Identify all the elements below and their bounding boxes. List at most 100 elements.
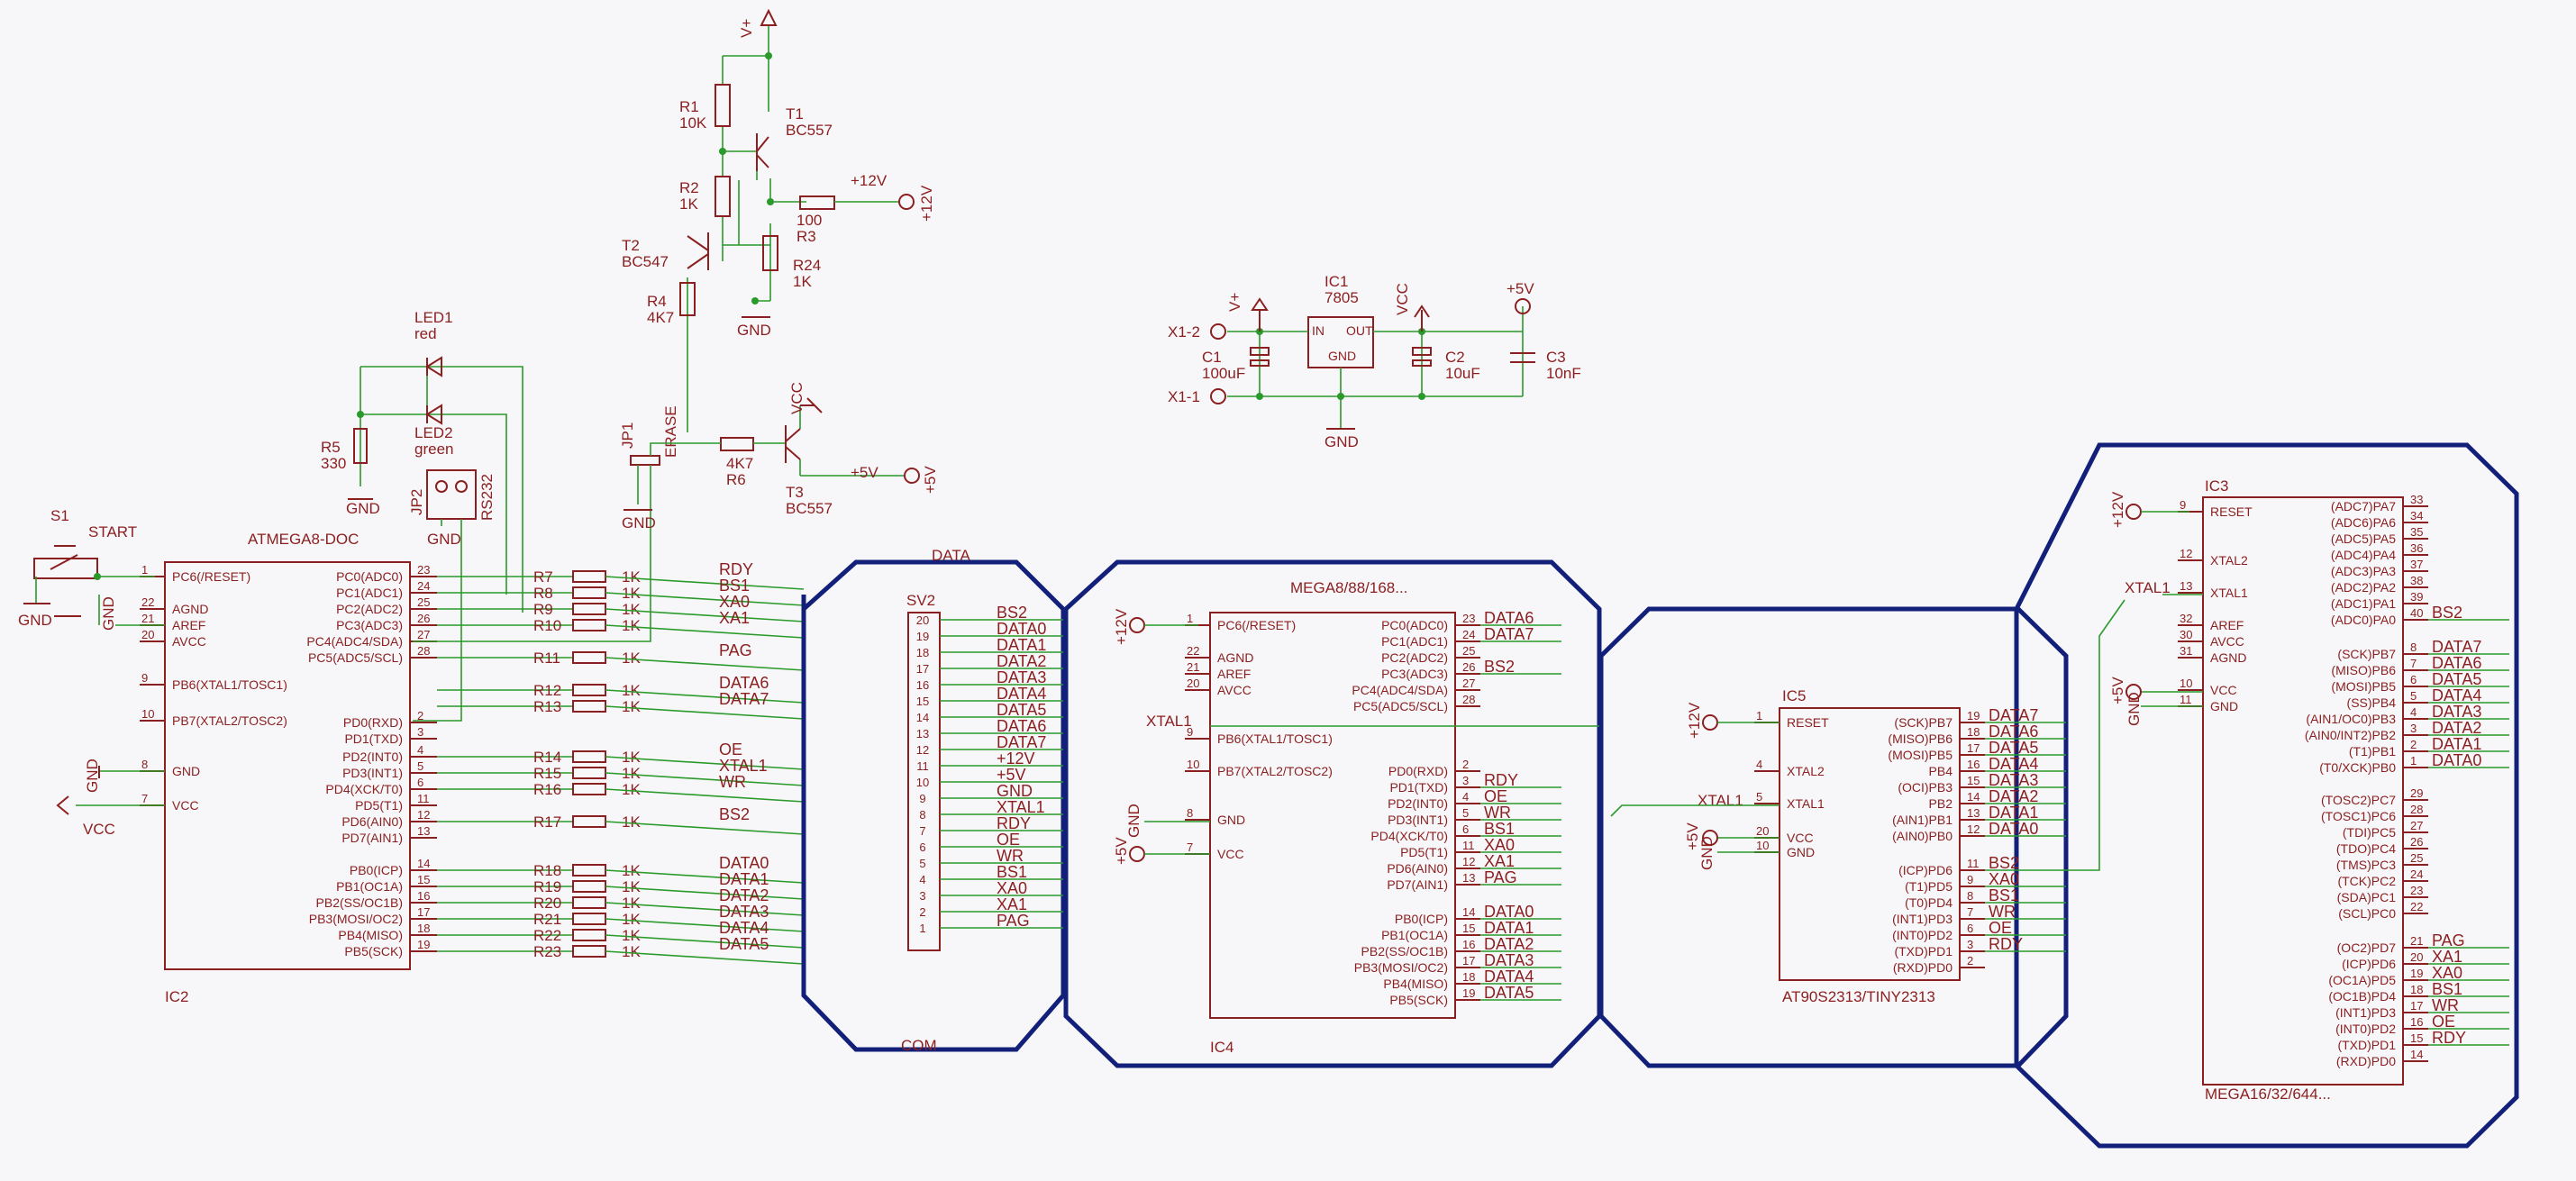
pin-name: PC1(ADC1) <box>1381 634 1448 649</box>
pin-name: AGND <box>172 602 208 616</box>
ic4-gnd-label: GND <box>1125 804 1142 838</box>
net-label: DATA2 <box>1484 935 1534 953</box>
net-label: DATA5 <box>2432 670 2481 688</box>
ic4-right-pins: 23PC0(ADC0)DATA624PC1(ADC1)DATA725PC2(AD… <box>1352 609 1561 1007</box>
pin-number: 38 <box>2410 574 2423 587</box>
pin-name: (MISO)PB6 <box>1888 731 1952 746</box>
pin-name: PB3(MOSI/OC2) <box>1354 960 1448 975</box>
pin-number: 16 <box>2410 1015 2423 1029</box>
pin-number: 5 <box>417 759 423 773</box>
pin-name: XTAL2 <box>2210 553 2248 568</box>
pin-number: 34 <box>2410 509 2423 522</box>
pin-number: 27 <box>417 628 430 641</box>
resistor-net-label: DATA4 <box>719 919 769 937</box>
resistor-net-label: RDY <box>719 560 753 578</box>
sv2-pin-number: 5 <box>919 857 925 870</box>
pin-number: 20 <box>2410 950 2423 964</box>
ic-power-markers: +12V +5V GND +12V +5V GND +12V +5V GND <box>1113 491 2203 870</box>
pin-name: (T0/XCK)PB0 <box>2319 760 2396 775</box>
pin-name: PD7(AIN1) <box>1387 877 1448 892</box>
sv2-net-label: +12V <box>997 749 1035 768</box>
pin-name: XTAL1 <box>1787 796 1825 811</box>
pin-name: (SCK)PB7 <box>2337 647 2396 661</box>
pin-name: (OC1A)PD5 <box>2328 973 2396 987</box>
ic2-vcc-label: VCC <box>83 821 115 838</box>
resistor-name: R12 <box>533 682 561 699</box>
frame-ic3 <box>2014 442 2519 1149</box>
ic5-xtal1-label: XTAL1 <box>1698 792 1743 809</box>
resistor-name: R19 <box>533 878 561 895</box>
resistor-net-label: DATA5 <box>719 935 769 953</box>
sv2-pin-number: 14 <box>916 711 929 724</box>
net-label: DATA6 <box>1989 722 2038 740</box>
pin-name: PC2(ADC2) <box>336 602 403 616</box>
pin-number: 22 <box>141 595 154 609</box>
pin-name: PD4(XCK/T0) <box>1370 829 1448 843</box>
pin-name: PD1(TXD) <box>344 731 403 746</box>
resistor-name: R23 <box>533 943 561 960</box>
pin-name: PB6(XTAL1/TOSC1) <box>172 677 287 692</box>
net-label: BS1 <box>1484 820 1515 838</box>
resistor-value: 1K <box>622 601 641 618</box>
pin-number: 8 <box>1187 806 1193 820</box>
pin-name: GND <box>2210 699 2238 713</box>
pin-number: 12 <box>1462 855 1475 868</box>
resistor-wire-out <box>605 705 805 720</box>
pin-number: 12 <box>1967 822 1980 836</box>
sv2-pin-number: 13 <box>916 727 929 740</box>
pin-number: 8 <box>141 758 148 771</box>
resistor-wire-out <box>605 608 805 622</box>
c2-value: 10uF <box>1445 365 1480 382</box>
net-label: BS1 <box>1989 886 2019 904</box>
pin-name: VCC <box>172 798 199 813</box>
resistor-name: R16 <box>533 781 561 798</box>
pin-number: 24 <box>2410 868 2423 881</box>
resistor-value: 1K <box>622 943 641 960</box>
pin-number: 28 <box>2410 803 2423 816</box>
t1-name: T1 <box>786 105 804 123</box>
x1-1-label: X1-1 <box>1168 388 1200 405</box>
resistor-net-label: XA0 <box>719 593 750 611</box>
sv2-top-label: DATA <box>932 547 970 564</box>
resistor-name: R22 <box>533 927 561 944</box>
pin-name: AVCC <box>2210 634 2244 649</box>
net-label: DATA5 <box>1989 739 2038 757</box>
pin-name: PC0(ADC0) <box>336 569 403 584</box>
resistor-net-label: WR <box>719 773 746 791</box>
ic2-name: IC2 <box>165 988 188 1005</box>
net-label: DATA4 <box>1484 968 1534 986</box>
resistor-wire-out <box>605 869 805 884</box>
pin-number: 5 <box>2410 689 2417 703</box>
sv2-net-label: BS1 <box>997 863 1027 881</box>
r3-name: R3 <box>796 228 816 245</box>
resistor-value: 1K <box>622 813 641 831</box>
ic4-value: MEGA8/88/168... <box>1290 579 1407 596</box>
ic5-plus12v-label: +12V <box>1686 702 1703 739</box>
pin-name: (ADC5)PA5 <box>2331 531 2396 546</box>
led2-symbol <box>425 404 442 425</box>
resistor-body <box>572 750 606 763</box>
sv2-net-label: +5V <box>997 766 1026 784</box>
t2-name: T2 <box>622 237 640 254</box>
ic3-gnd-label: GND <box>2125 692 2143 726</box>
resistor-body <box>572 929 606 941</box>
ic1-in-label: IN <box>1312 323 1324 338</box>
pin-number: 14 <box>417 857 430 870</box>
t3-value: BC557 <box>786 500 833 517</box>
net-label: WR <box>1989 903 2016 921</box>
pin-number: 27 <box>2410 819 2423 832</box>
pin-number: 9 <box>141 671 148 685</box>
pin-number: 11 <box>2180 693 2192 706</box>
net-label: PAG <box>1484 868 1517 886</box>
net-label: RDY <box>1484 771 1518 789</box>
sv2-net-label: OE <box>997 831 1020 849</box>
pin-number: 4 <box>1756 758 1762 771</box>
resistor-value: 1K <box>622 617 641 634</box>
s1-switch <box>33 558 98 579</box>
net-label: OE <box>1484 787 1507 805</box>
pin-number: 16 <box>1967 758 1980 771</box>
pin-number: 24 <box>417 579 430 593</box>
pin-number: 5 <box>1462 806 1469 820</box>
r1-name: R1 <box>679 98 699 115</box>
